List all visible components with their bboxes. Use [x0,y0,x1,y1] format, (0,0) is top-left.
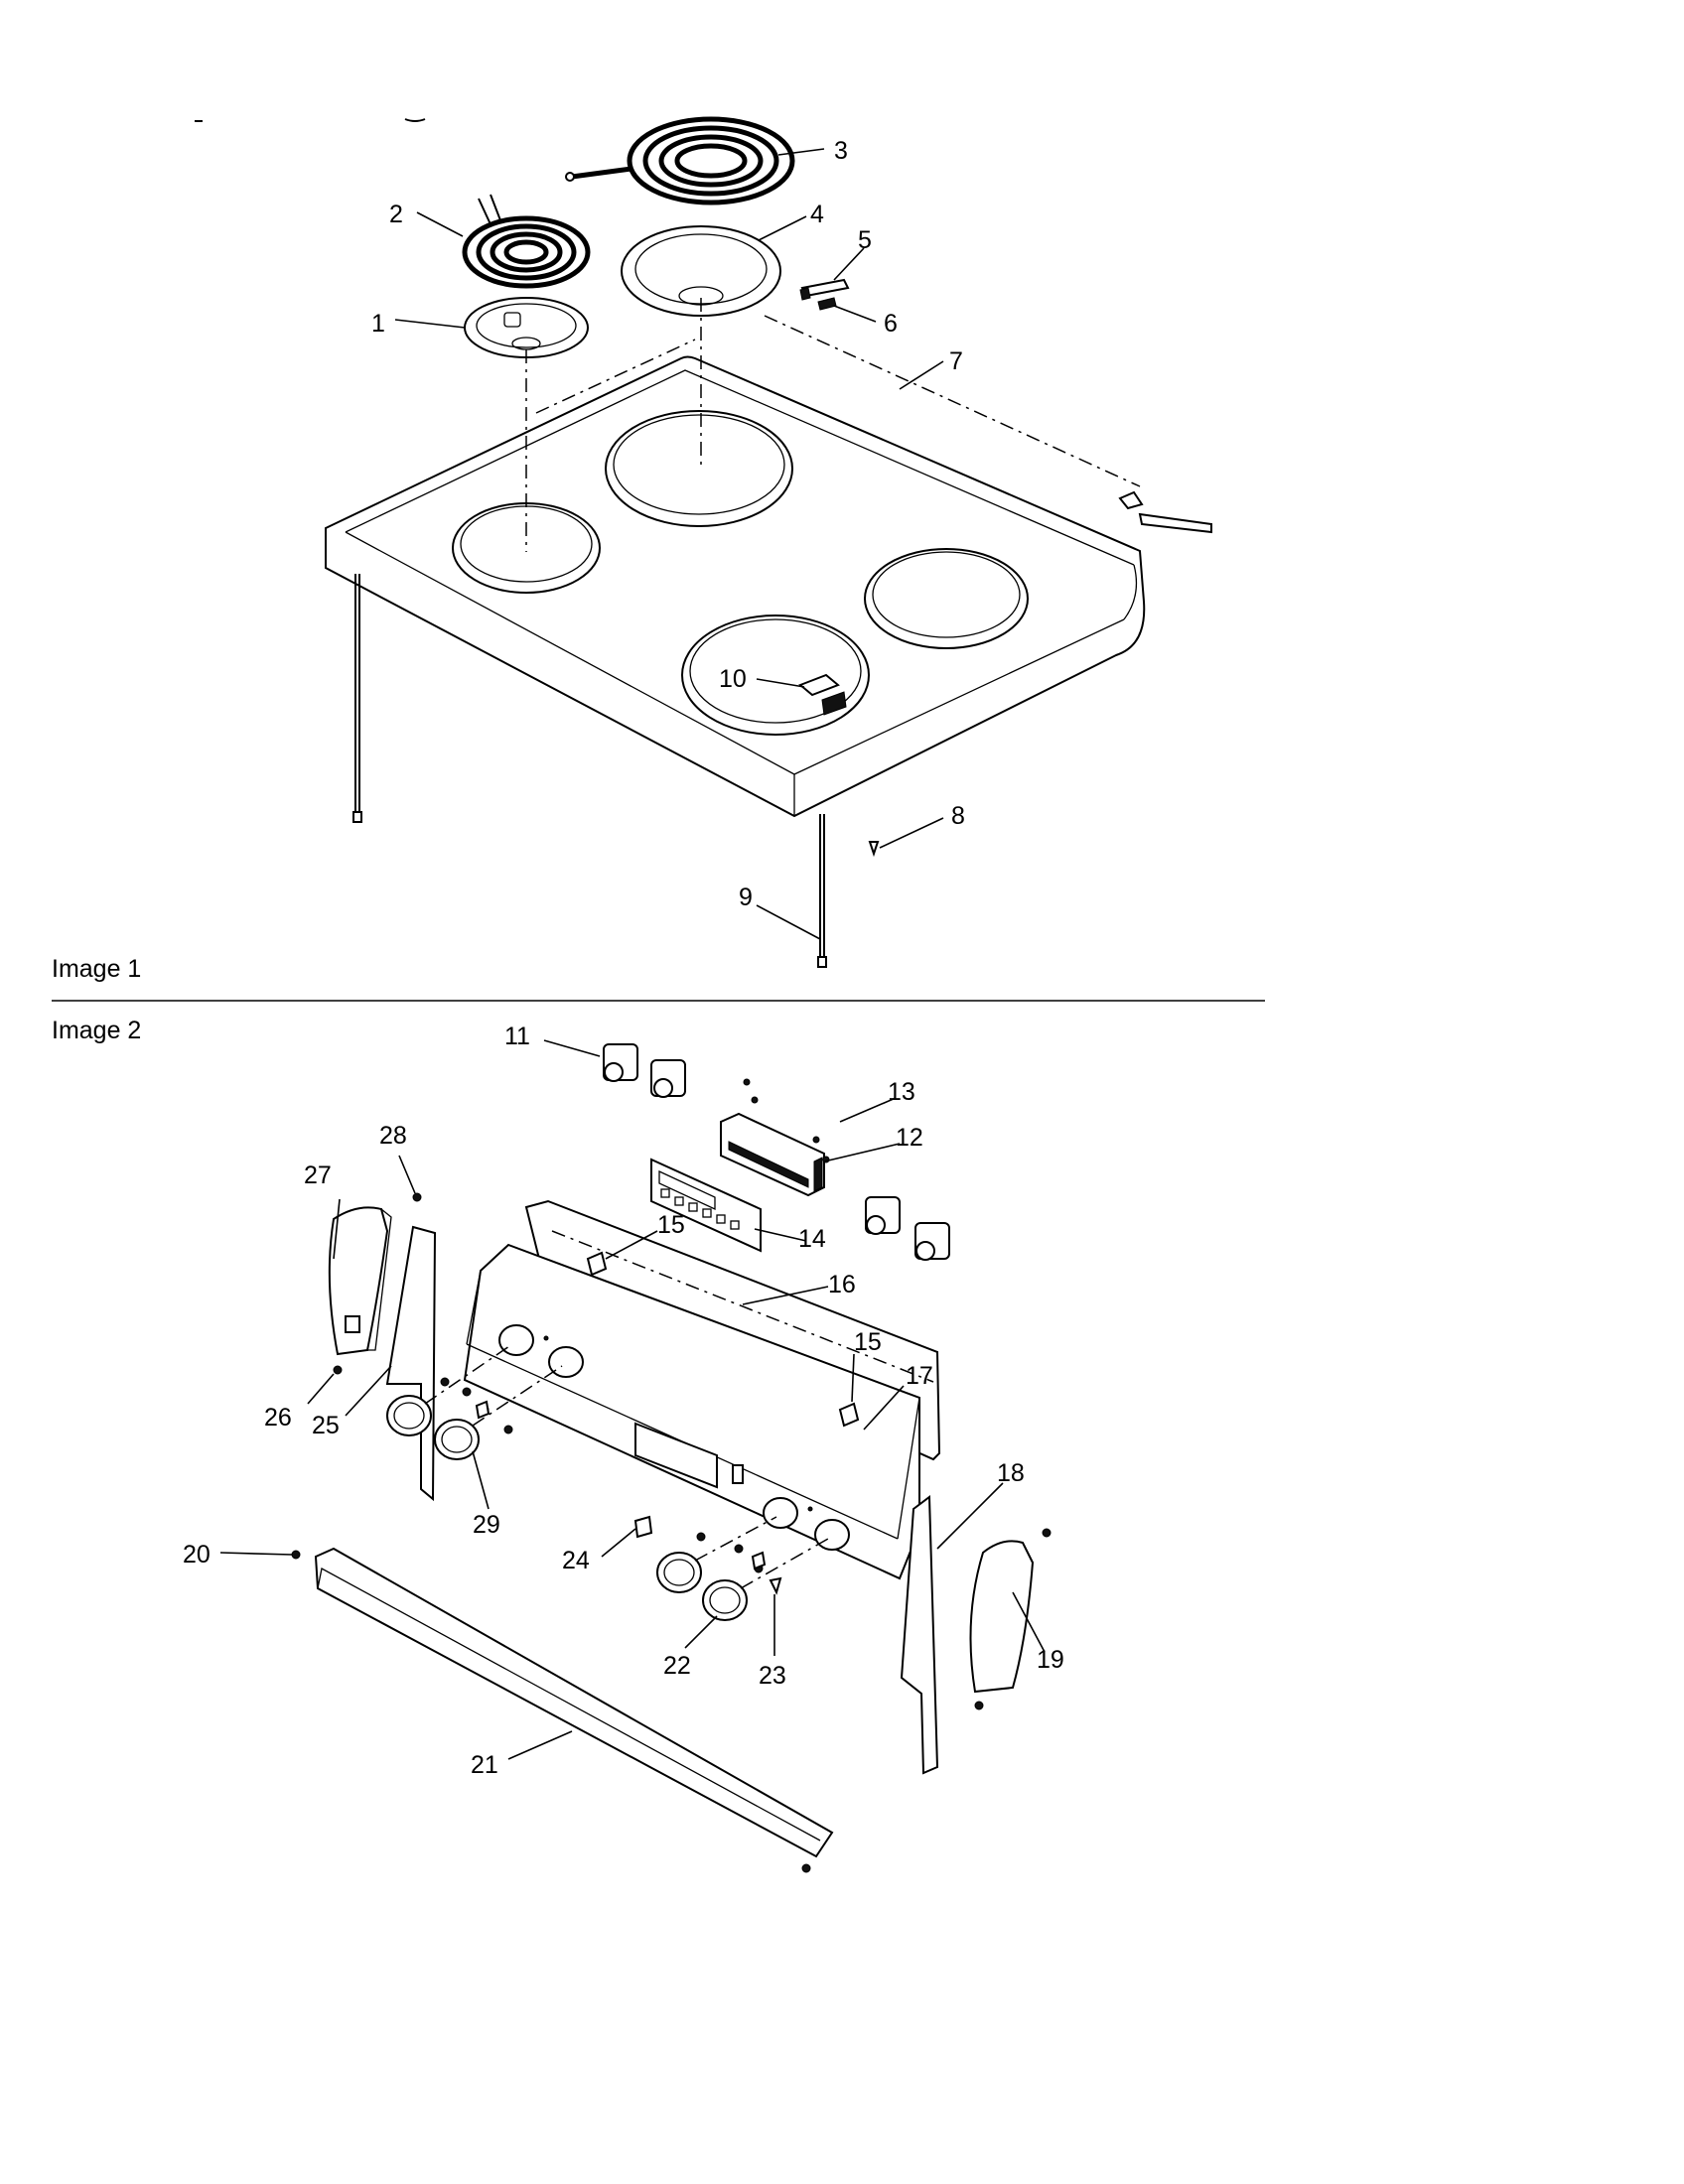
callout-10: 10 [719,665,747,693]
callout-13: 13 [888,1078,915,1106]
callout-2: 2 [389,201,403,228]
callout-5: 5 [858,226,872,254]
callout-8: 8 [951,802,965,830]
spring-clip-24 [633,1515,653,1539]
callout-20: 20 [183,1541,210,1569]
terminal-block-5 [799,278,850,301]
infinite-switch-11-b [650,1059,686,1098]
screw-23 [769,1576,782,1595]
callout-9: 9 [739,884,753,911]
callout-1: 1 [371,310,385,338]
screw-13-a [743,1078,751,1086]
burner-opening-front-left [452,502,601,594]
callout-29: 29 [473,1511,500,1539]
callout-25: 25 [312,1412,340,1439]
cooktop-assembly [195,116,1212,968]
callout-4: 4 [810,201,824,228]
callout-12: 12 [896,1124,923,1152]
end-bracket-left-25 [385,1225,437,1502]
screw-13-c [812,1136,820,1144]
burner-opening-rear-right [864,548,1029,649]
knob-22-a [656,1552,702,1593]
callout-18: 18 [997,1459,1025,1487]
callout-7: 7 [949,347,963,375]
burner-opening-front-right [681,614,870,736]
support-rod-9 [817,814,827,968]
callout-15-b: 15 [854,1328,882,1356]
caption-image-2: Image 2 [52,1017,141,1044]
cooktop-main-top [325,355,1146,818]
end-cap-right-19 [969,1540,1035,1694]
drip-pan-small-1 [464,297,589,358]
callout-11: 11 [504,1023,530,1050]
infinite-switch-11-c [865,1196,901,1235]
indicator-light-15-b [838,1402,860,1428]
callout-6: 6 [884,310,898,338]
surface-element-small-2 [462,194,591,289]
end-cap-left-27 [328,1206,389,1356]
callout-3: 3 [834,137,848,165]
callout-24: 24 [562,1547,590,1574]
control-panel-assembly [291,1043,1052,1873]
screw-20 [291,1550,301,1560]
screw-13-b [751,1096,759,1104]
knob-29-a [386,1395,432,1436]
receptacle-bracket-10 [798,673,847,716]
knob-29 [434,1419,480,1460]
callout-16: 16 [828,1271,856,1298]
indicator-light-15-a [586,1251,608,1277]
callout-15-a: 15 [657,1211,685,1239]
infinite-switch-11-a [603,1043,638,1082]
callout-21: 21 [471,1751,498,1779]
infinite-switch-11-d [914,1222,950,1261]
screw-26 [333,1365,343,1375]
screw-28 [412,1192,422,1202]
screw-6 [817,297,837,311]
end-bracket-right-18 [900,1495,939,1775]
callout-22: 22 [663,1652,691,1680]
clock-timer-12 [720,1112,825,1197]
callout-19: 19 [1037,1646,1064,1674]
callout-27: 27 [304,1161,332,1189]
screw-8 [868,841,880,858]
surface-element-large-3 [565,116,795,205]
manifold-cover-21 [314,1547,834,1858]
caption-image-1: Image 1 [52,955,141,983]
drip-pan-large-4 [621,225,781,317]
support-rod-left [352,574,362,823]
callout-23: 23 [759,1662,786,1690]
callout-28: 28 [379,1122,407,1150]
callout-26: 26 [264,1404,292,1432]
burner-opening-rear-left [605,410,793,527]
knob-22 [702,1579,748,1621]
callout-14: 14 [798,1225,826,1253]
membrane-overlay-14 [650,1158,762,1253]
callout-17: 17 [906,1362,933,1390]
hinge-bracket-right [1118,490,1212,534]
